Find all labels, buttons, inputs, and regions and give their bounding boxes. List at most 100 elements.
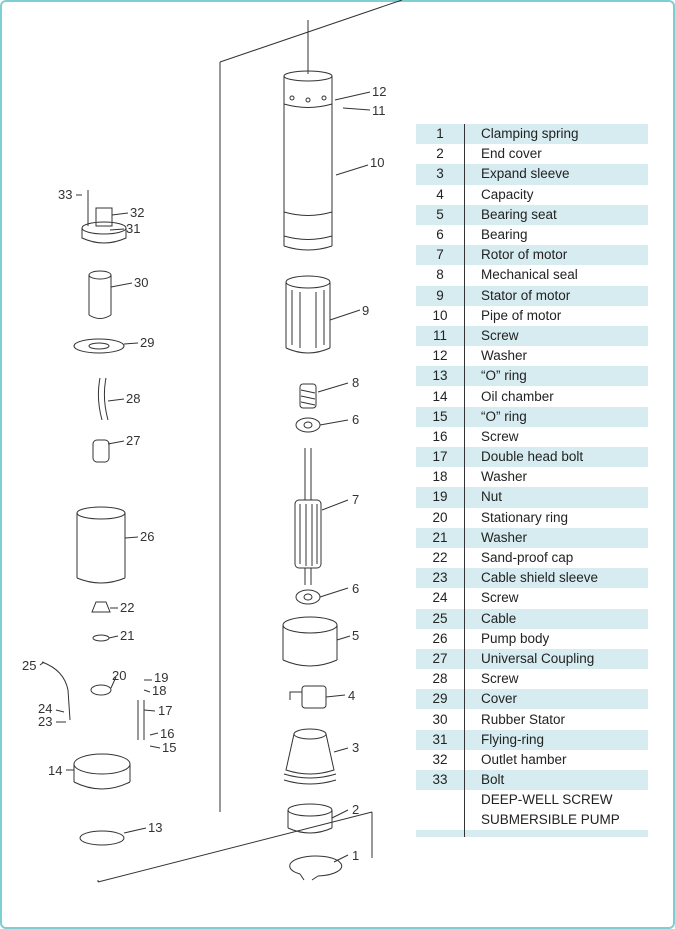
empty-cell <box>416 790 465 811</box>
part-name: Sand-proof cap <box>481 550 574 566</box>
part-number: 29 <box>416 689 465 710</box>
part-name: Double head bolt <box>464 447 648 468</box>
cable-part <box>41 661 71 721</box>
part-number: 21 <box>416 527 465 548</box>
screw-part-28 <box>97 377 109 421</box>
callout-22: 22 <box>120 600 134 615</box>
part-name: Clamping spring <box>464 124 648 145</box>
part-name: End cover <box>481 146 542 162</box>
part-name: Bearing seat <box>464 204 648 225</box>
table-title-row: DEEP-WELL SCREW <box>416 790 648 811</box>
callout-30: 30 <box>134 275 148 290</box>
part-number: 15 <box>416 406 465 427</box>
callout-20: 20 <box>112 668 126 683</box>
part-number: 9 <box>416 285 465 306</box>
part-name: Nut <box>464 487 648 508</box>
part-name: Stator of motor <box>464 285 648 306</box>
part-number: 8 <box>416 265 465 286</box>
part-number: 26 <box>416 628 465 649</box>
callout-27: 27 <box>126 433 140 448</box>
callout-25: 25 <box>22 658 36 673</box>
expand-sleeve-part <box>283 728 337 785</box>
table-row: 15“O” ring <box>416 406 648 427</box>
outlet-chamber-part <box>81 190 127 244</box>
part-number: 24 <box>416 588 465 609</box>
part-name: Washer <box>464 527 648 548</box>
part-number: 32 <box>416 749 465 770</box>
callout-5: 5 <box>352 628 359 643</box>
part-name: Rubber Stator <box>481 711 566 727</box>
mechanical-seal-part <box>299 383 317 409</box>
part-name: Cable shield sleeve <box>464 568 648 589</box>
callout-9: 9 <box>362 303 369 318</box>
washer-part-21 <box>92 634 110 642</box>
part-number: 2 <box>416 144 465 165</box>
table-title-line: DEEP-WELL SCREW <box>481 792 613 808</box>
part-number: 20 <box>416 507 465 528</box>
table-title-line: SUBMERSIBLE PUMP <box>481 812 620 828</box>
clamping-spring-part <box>289 855 343 881</box>
part-number: 22 <box>416 547 465 569</box>
callout-1: 1 <box>352 848 359 863</box>
o-ring-part-13 <box>79 830 125 846</box>
callout-19: 19 <box>154 670 168 685</box>
table-row: 32 Outlet hamber <box>416 749 648 770</box>
universal-coupling-part <box>92 439 110 463</box>
table-row: 13“O” ring <box>416 366 648 387</box>
callout-17: 17 <box>158 703 172 718</box>
part-name: Outlet hamber <box>481 751 567 767</box>
pipe-of-motor-part <box>283 20 333 251</box>
part-name: Cover <box>464 689 648 710</box>
rotor-of-motor-part <box>294 448 322 585</box>
part-name: Screw <box>481 590 519 606</box>
part-number: 18 <box>416 467 465 488</box>
callout-24: 24 <box>38 701 52 716</box>
part-number: 1 <box>416 124 465 145</box>
part-number: 16 <box>416 426 465 447</box>
part-name: Washer <box>481 469 528 485</box>
rubber-stator-part <box>88 270 112 319</box>
bearing-seat-part <box>282 616 338 667</box>
part-name: Mechanical seal <box>481 267 578 283</box>
part-number: 13 <box>416 366 465 387</box>
cover-part <box>73 338 125 354</box>
part-number: 7 <box>416 245 465 266</box>
part-name: “O” ring <box>464 406 648 427</box>
part-name: “O” ring <box>464 366 648 387</box>
bearing-part <box>295 417 321 433</box>
table-row: 2 End cover <box>416 144 648 165</box>
guide-line <box>219 0 403 63</box>
part-number: 17 <box>416 447 465 468</box>
part-name: Rotor of motor <box>464 245 648 266</box>
callout-6b: 6 <box>352 581 359 596</box>
end-cover-part <box>287 803 333 834</box>
part-name: Cable <box>464 608 648 629</box>
part-name: Flying-ring <box>464 729 648 750</box>
callout-21: 21 <box>120 628 134 643</box>
empty-cell <box>416 810 465 831</box>
callout-12: 12 <box>372 84 386 99</box>
callout-7: 7 <box>352 492 359 507</box>
oil-chamber-part <box>73 753 131 790</box>
bearing-part <box>295 589 321 605</box>
callout-16: 16 <box>160 726 174 741</box>
callout-32: 32 <box>130 205 144 220</box>
table-row: 8 Mechanical seal <box>416 265 648 286</box>
callout-23: 23 <box>38 714 52 729</box>
